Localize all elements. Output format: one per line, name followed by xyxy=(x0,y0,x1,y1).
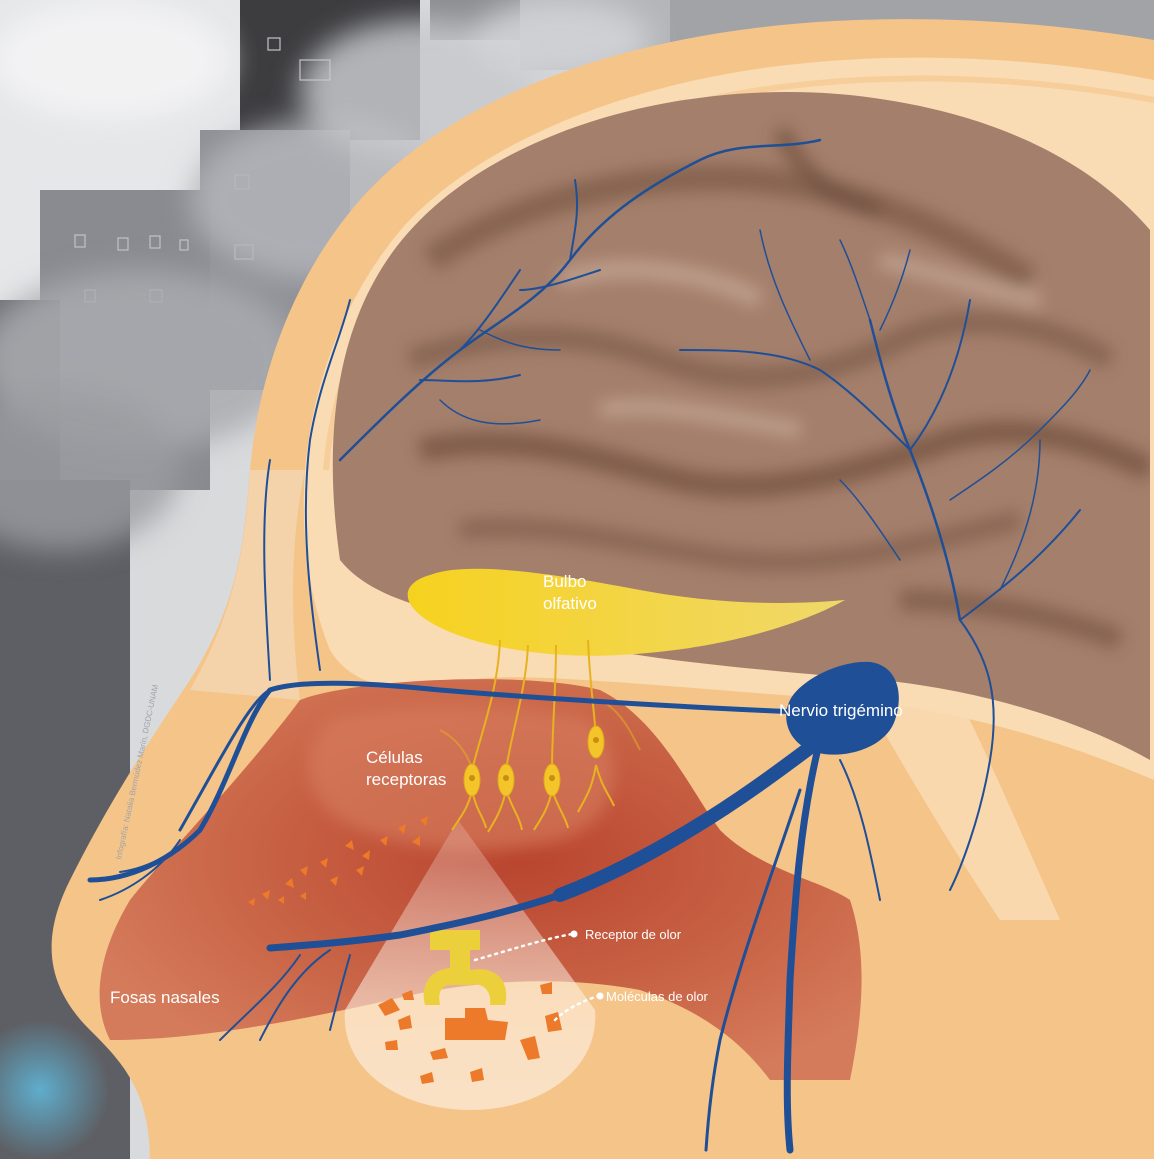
label-moleculas: Moléculas de olor xyxy=(606,989,709,1004)
label-celulas-line1: Células xyxy=(366,748,423,767)
label-celulas-line2: receptoras xyxy=(366,770,446,789)
label-nervio: Nervio trigémino xyxy=(779,701,903,720)
label-receptor: Receptor de olor xyxy=(585,927,682,942)
label-bulbo-line2: olfativo xyxy=(543,594,597,613)
label-bulbo-line1: Bulbo xyxy=(543,572,586,591)
label-fosas: Fosas nasales xyxy=(110,988,220,1007)
